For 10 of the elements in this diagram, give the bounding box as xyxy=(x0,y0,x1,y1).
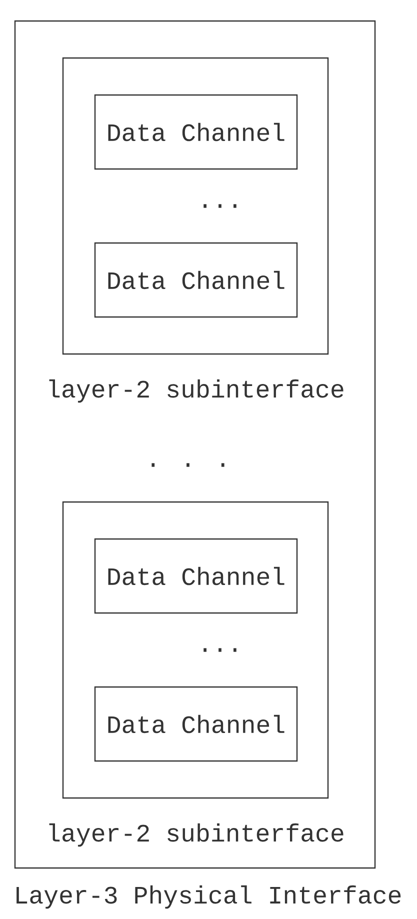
node-label: Layer-3 Physical Interface xyxy=(16,885,401,909)
ellipsis: . . . xyxy=(152,463,224,467)
node-label: layer-2 subinterface xyxy=(49,379,344,403)
channel-box: Data Channel xyxy=(94,94,298,170)
channel-box: Data Channel xyxy=(94,242,298,318)
ellipsis: ... xyxy=(204,648,236,652)
ellipsis: ... xyxy=(204,204,236,208)
channel-box: Data Channel xyxy=(94,538,298,614)
channel-box: Data Channel xyxy=(94,686,298,762)
node-label: layer-2 subinterface xyxy=(49,823,344,847)
